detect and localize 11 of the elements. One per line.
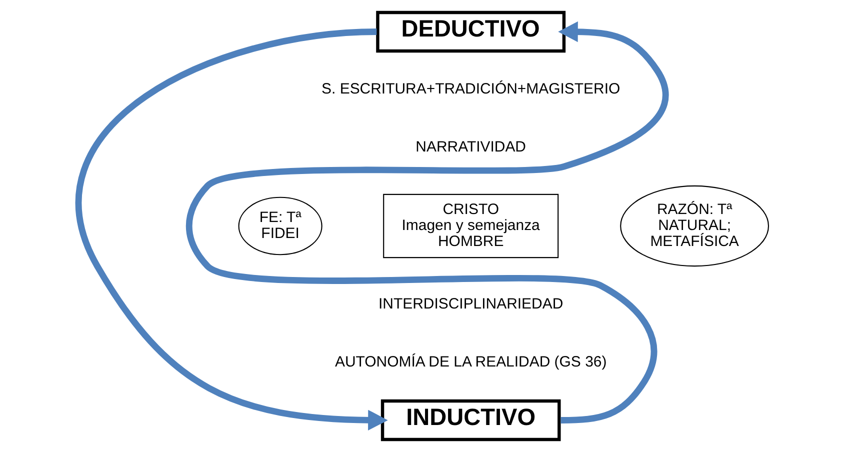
label: NARRATIVIDAD [416,138,526,156]
arrow [186,21,668,424]
node-box: CRISTO Imagen y semejanza HOMBRE [383,194,559,258]
arrow [76,28,388,431]
node-box: INDUCTIVO [380,399,561,442]
node-ellipse: RAZÓN: Tª NATURAL; METAFÍSICA [620,185,770,267]
node-box: DEDUCTIVO [376,10,566,53]
node-ellipse: FE: Tª FIDEI [238,196,322,256]
label: INTERDISCIPLINARIEDAD [378,296,564,313]
label: S. ESCRITURA+TRADICIÓN+MAGISTERIO [322,80,620,98]
label: AUTONOMÍA DE LA REALIDAD (GS 36) [334,353,607,370]
